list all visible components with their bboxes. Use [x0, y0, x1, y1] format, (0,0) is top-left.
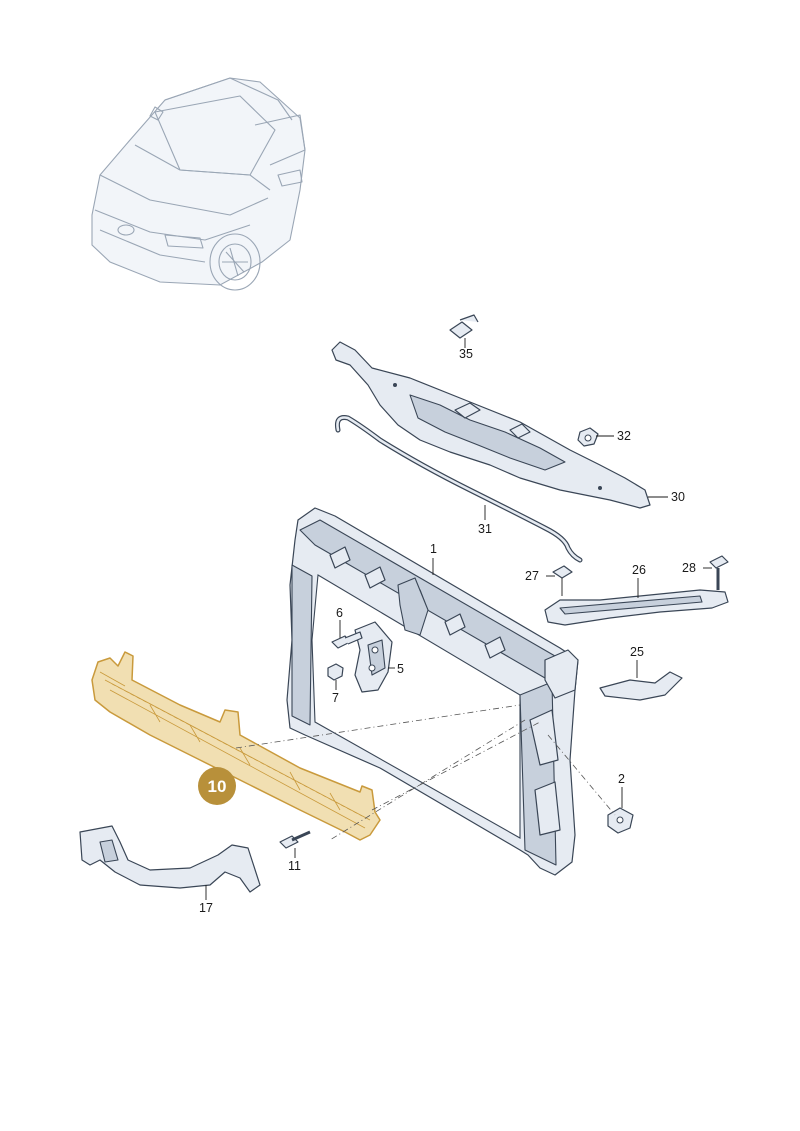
callout-30[interactable]: 30 [671, 490, 685, 504]
part-2-clip-nut [607, 807, 634, 834]
callout-7[interactable]: 7 [332, 691, 339, 705]
part-17-lower-bracket [79, 825, 261, 893]
callout-1[interactable]: 1 [430, 542, 437, 556]
badge-circle [198, 767, 236, 805]
part-25-clip [599, 671, 683, 701]
callout-28[interactable]: 28 [682, 561, 696, 575]
leader-lines [205, 338, 712, 900]
part-27-screw [552, 565, 573, 596]
callout-17[interactable]: 17 [199, 901, 213, 915]
part-28-bolt [709, 555, 729, 590]
vehicle-thumbnail [91, 77, 306, 291]
callout-27[interactable]: 27 [525, 569, 539, 583]
part-10-highlighted-bracket [91, 651, 381, 841]
part-32-nut [577, 427, 599, 447]
callout-2[interactable]: 2 [618, 772, 625, 786]
callout-6[interactable]: 6 [336, 606, 343, 620]
callout-11[interactable]: 11 [288, 859, 301, 873]
callout-26[interactable]: 26 [632, 563, 646, 577]
part-6-bolt [331, 631, 363, 649]
callout-25[interactable]: 25 [630, 645, 644, 659]
part-11-screw [279, 830, 311, 849]
callout-10-badge[interactable]: 10 [198, 767, 236, 805]
part-31-cable [335, 415, 583, 563]
callout-32[interactable]: 32 [617, 429, 631, 443]
badge-label: 10 [208, 777, 227, 796]
callout-5[interactable]: 5 [397, 662, 404, 676]
callout-31[interactable]: 31 [478, 522, 492, 536]
callouts: 35 32 30 31 1 26 27 28 25 6 5 7 2 11 17 [199, 347, 696, 915]
part-26-strut [544, 589, 729, 626]
part-35-screw [449, 314, 479, 339]
part-7-nut [327, 663, 344, 681]
callout-35[interactable]: 35 [459, 347, 473, 361]
part-30-cover-panel [331, 341, 651, 509]
part-5-bracket [354, 621, 393, 693]
assembly-lines [235, 704, 616, 841]
